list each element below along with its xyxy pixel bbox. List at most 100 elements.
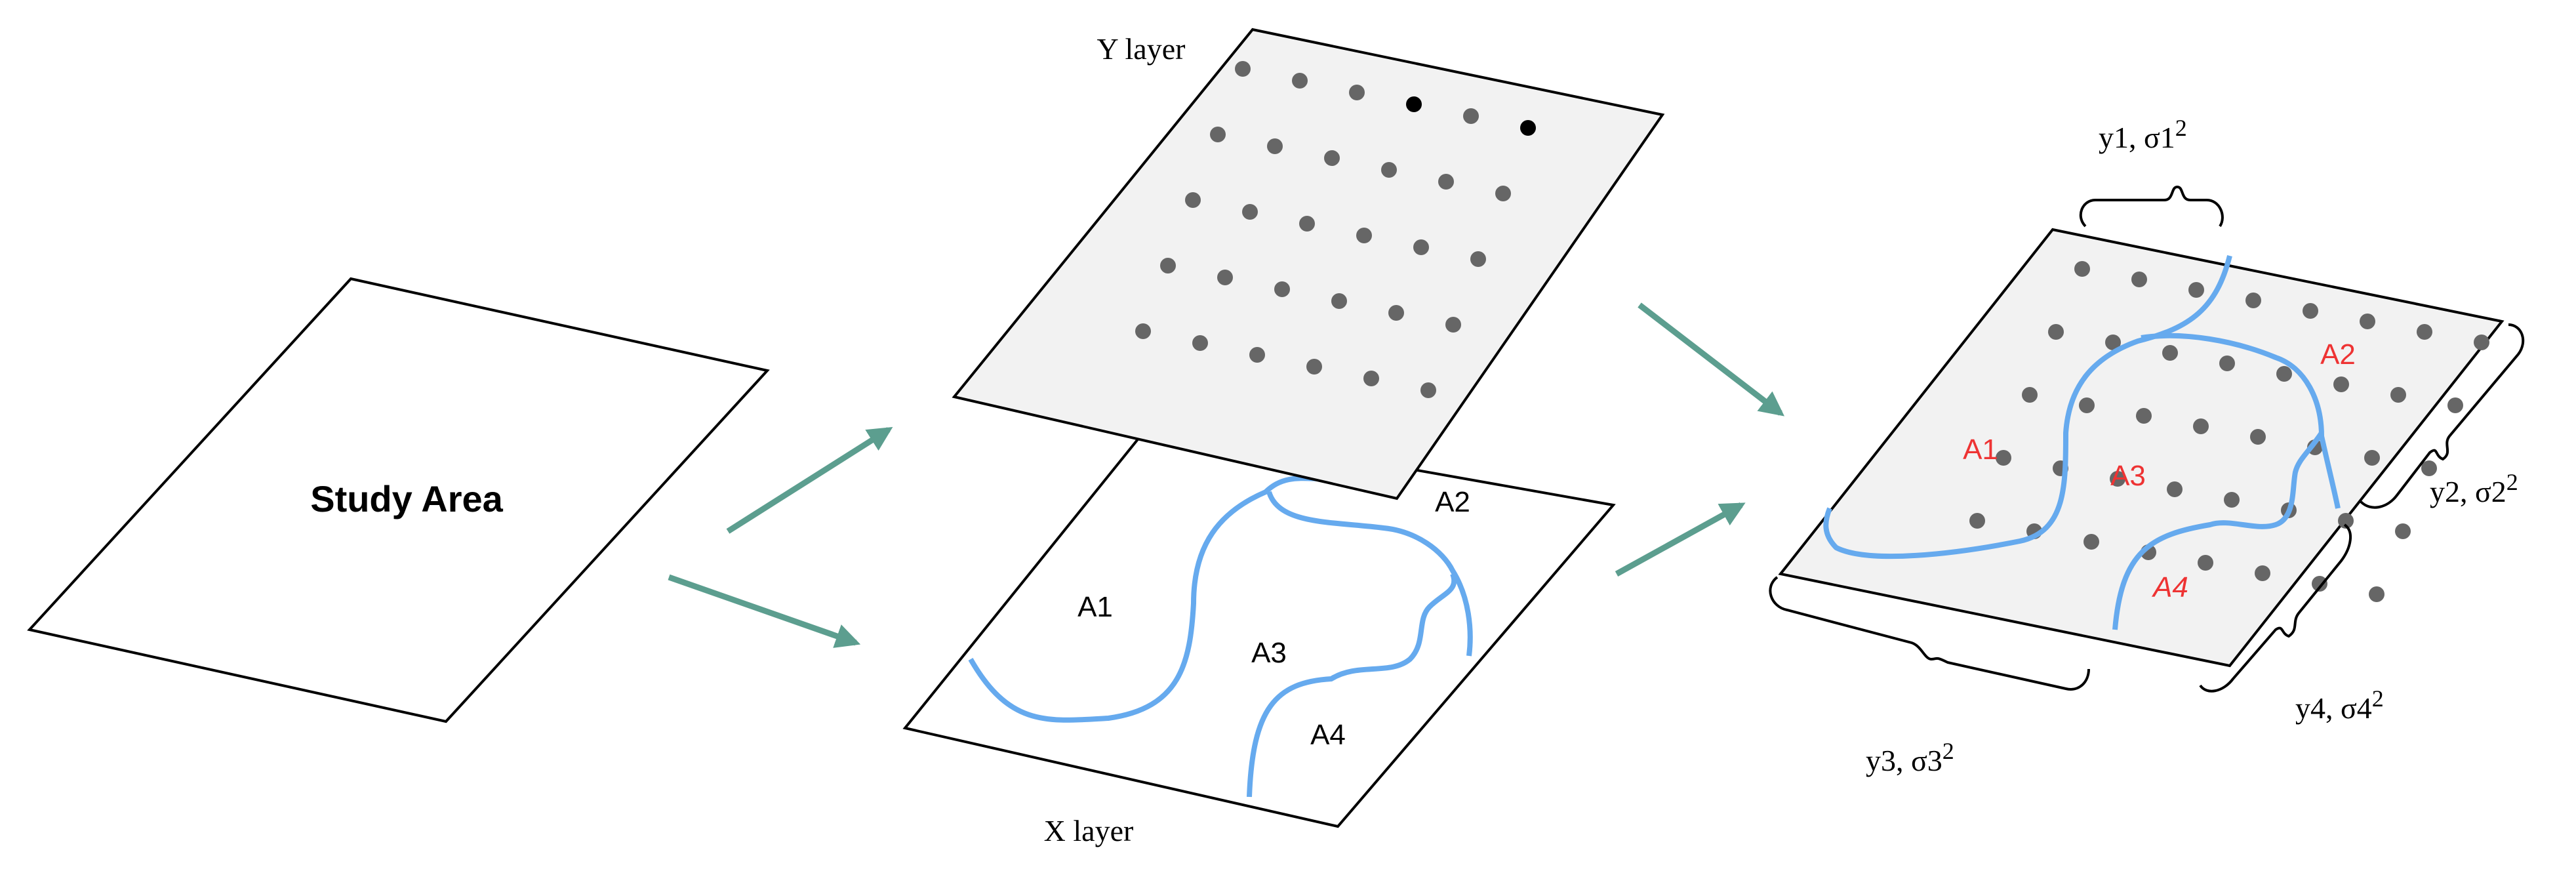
combined-point-3-0 — [1996, 450, 2011, 466]
stat-label-4: y4, σ42 — [2295, 685, 2384, 725]
combined-point-4-0 — [1969, 513, 1985, 529]
combined-point-1-4 — [2276, 366, 2292, 382]
y-layer-point-0-4 — [1463, 108, 1479, 124]
y-layer-point-4-2 — [1249, 347, 1265, 363]
combined-layer: A1 A2 A3 A4 — [1778, 228, 2505, 668]
combined-point-2-0 — [2022, 387, 2038, 403]
stat-label-3: y3, σ32 — [1866, 738, 1954, 777]
combined-point-2-1 — [2079, 397, 2095, 413]
stat-label-2: y2, σ22 — [2430, 469, 2518, 508]
y-layer-point-2-0 — [1185, 192, 1201, 208]
combined-point-4-6 — [2312, 576, 2327, 592]
stat-3-sigma: σ3 — [1911, 744, 1942, 777]
y-layer-point-3-3 — [1331, 293, 1347, 309]
stat-4-exp: 2 — [2372, 685, 2384, 712]
combined-zone-label-a1: A1 — [1963, 434, 1998, 466]
y-layer-point-1-5 — [1495, 186, 1511, 201]
combined-point-0-1 — [2131, 272, 2147, 287]
stat-2-sigma: σ2 — [2475, 475, 2506, 508]
y-layer-label: Y layer — [1097, 32, 1186, 66]
combined-point-2-2 — [2136, 408, 2152, 424]
y-layer-points — [1135, 61, 1536, 398]
x-zone-label-a3: A3 — [1251, 637, 1287, 669]
y-layer-point-1-2 — [1324, 150, 1340, 166]
arrows-left — [668, 426, 893, 648]
x-zone-label-a1: A1 — [1077, 591, 1113, 623]
y-layer-point-3-4 — [1388, 305, 1404, 321]
stat-4-sigma: σ4 — [2341, 691, 2372, 725]
combined-point-2-7 — [2421, 460, 2437, 476]
combined-point-1-5 — [2333, 376, 2349, 392]
combined-point-1-1 — [2105, 335, 2121, 350]
combined-zone-label-a3: A3 — [2110, 460, 2146, 492]
y-layer-point-0-2 — [1349, 85, 1365, 100]
combined-layer-outline — [1778, 228, 2505, 668]
y-layer-point-0-1 — [1292, 73, 1308, 89]
combined-point-0-5 — [2360, 314, 2375, 329]
combined-point-1-0 — [2048, 324, 2064, 340]
combined-point-2-6 — [2364, 450, 2380, 466]
stat-3-sep: , — [1896, 744, 1911, 777]
combined-point-4-4 — [2198, 555, 2213, 571]
combined-point-4-5 — [2255, 565, 2270, 581]
x-layer: A1 A2 A3 A4 X layer — [902, 421, 1616, 847]
stat-1-sigma: σ1 — [2144, 121, 2175, 154]
y-layer-outline — [952, 28, 1665, 500]
combined-point-3-6 — [2338, 513, 2354, 529]
y-layer-point-4-0 — [1135, 323, 1151, 339]
brace-bottom — [1769, 576, 2090, 691]
x-layer-boundary-a1-a3 — [968, 470, 1353, 723]
y-layer-point-2-4 — [1413, 239, 1429, 255]
combined-point-0-3 — [2245, 293, 2261, 308]
combined-point-0-6 — [2417, 324, 2432, 340]
combined-point-3-2 — [2110, 471, 2125, 487]
study-area-outline — [27, 277, 770, 723]
x-layer-boundary-a2 — [1266, 491, 1473, 657]
stat-2-y: y2 — [2430, 475, 2460, 508]
y-layer: Y layer — [952, 28, 1665, 500]
combined-point-0-7 — [2474, 335, 2489, 350]
combined-zone-label-a4: A4 — [2151, 571, 2188, 603]
y-layer-point-4-3 — [1306, 359, 1322, 375]
arrow-to-y-layer — [726, 426, 893, 534]
stat-labels: y1, σ12 y2, σ22 y3, σ32 y4, σ42 — [1866, 115, 2518, 777]
study-area-label: Study Area — [310, 478, 503, 519]
x-layer-outline — [902, 421, 1616, 828]
braces — [1769, 185, 2525, 693]
y-layer-point-1-1 — [1267, 138, 1283, 154]
y-layer-point-0-0 — [1235, 61, 1251, 77]
combined-boundary-a3-a4 — [2112, 431, 2324, 630]
y-layer-point-2-1 — [1242, 204, 1258, 220]
stat-1-exp: 2 — [2175, 115, 2187, 141]
x-layer-label: X layer — [1044, 814, 1134, 847]
combined-point-3-7 — [2395, 523, 2411, 539]
combined-zone-label-a2: A2 — [2320, 338, 2356, 371]
stat-2-sep: , — [2460, 475, 2475, 508]
y-layer-point-0-3 — [1406, 96, 1422, 112]
y-layer-point-0-5 — [1520, 120, 1536, 136]
brace-right — [2360, 323, 2525, 509]
combined-point-0-4 — [2303, 303, 2318, 319]
combined-boundary-a2 — [2141, 333, 2324, 437]
combined-point-0-2 — [2188, 282, 2204, 298]
y-layer-point-2-2 — [1299, 216, 1315, 232]
y-layer-point-3-0 — [1160, 258, 1176, 274]
combined-point-1-7 — [2447, 397, 2463, 413]
combined-point-4-2 — [2083, 534, 2099, 550]
combined-boundary-a2-right — [2319, 436, 2341, 509]
brace-bottom-right — [2199, 523, 2352, 693]
combined-point-1-3 — [2219, 355, 2235, 371]
combined-point-0-0 — [2074, 261, 2090, 277]
combined-point-3-4 — [2224, 492, 2240, 508]
combined-layer-points — [1969, 261, 2489, 602]
stat-label-1: y1, σ12 — [2099, 115, 2187, 154]
x-layer-boundary-a3-a4 — [1247, 573, 1457, 798]
y-layer-point-1-3 — [1381, 162, 1397, 178]
combined-point-1-2 — [2162, 345, 2178, 361]
arrows-right — [1615, 302, 1784, 577]
combined-point-3-3 — [2167, 481, 2183, 497]
stat-3-exp: 2 — [1942, 738, 1954, 764]
stat-1-sep: , — [2129, 121, 2144, 154]
combined-point-2-3 — [2193, 418, 2209, 434]
study-area-layer: Study Area — [27, 277, 770, 723]
